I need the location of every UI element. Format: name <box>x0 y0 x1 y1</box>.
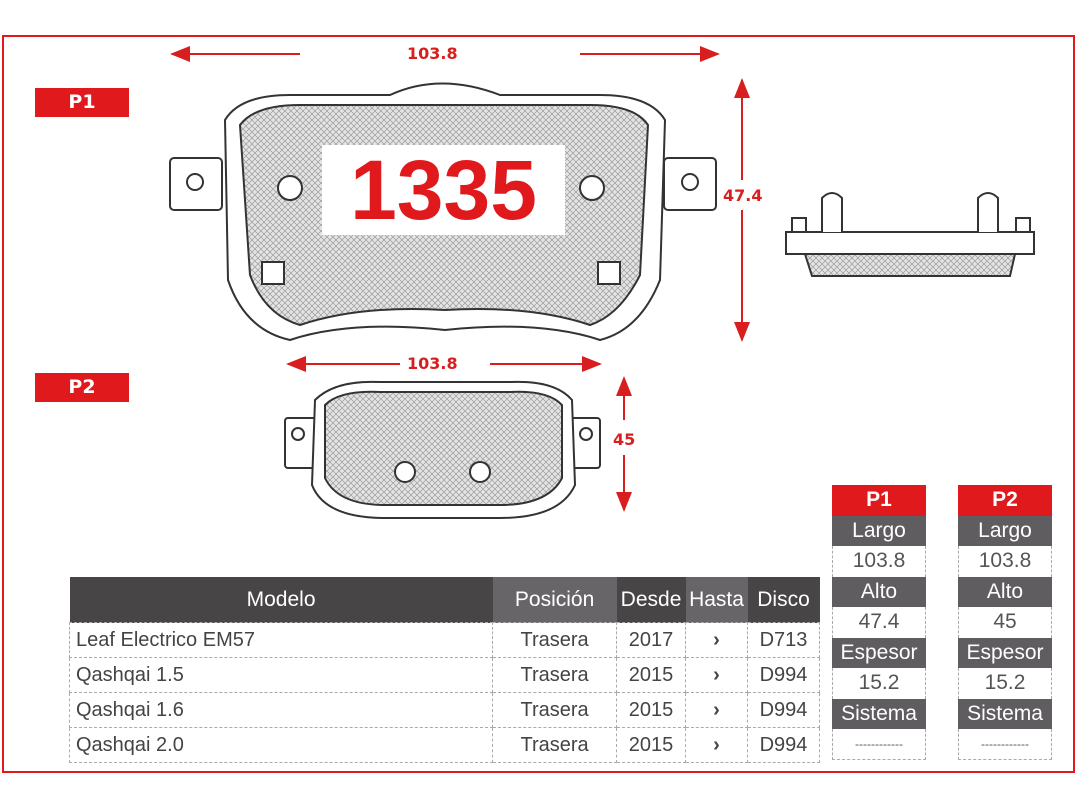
spec-title: P2 <box>958 485 1052 516</box>
header-modelo: Modelo <box>69 577 493 623</box>
cell-modelo: Qashqai 1.5 <box>68 657 494 693</box>
spec-value-largo: 103.8 <box>958 546 1052 577</box>
spec-label-alto: Alto <box>958 576 1052 607</box>
spec-label-espesor: Espesor <box>958 637 1052 668</box>
cell-desde: 2017 <box>616 622 687 658</box>
chevron-right-icon: › <box>685 692 748 728</box>
spec-value-espesor: 15.2 <box>832 668 926 699</box>
chevron-right-icon: › <box>685 657 748 693</box>
spec-value-espesor: 15.2 <box>958 668 1052 699</box>
cell-posicion: Trasera <box>492 692 618 728</box>
chevron-right-icon: › <box>685 622 748 658</box>
cell-posicion: Trasera <box>492 657 618 693</box>
spec-value-largo: 103.8 <box>832 546 926 577</box>
cell-modelo: Qashqai 1.6 <box>68 692 494 728</box>
spec-label-largo: Largo <box>958 515 1052 546</box>
spec-label-sistema: Sistema <box>832 698 926 729</box>
spec-value-sistema: ------------ <box>958 729 1052 760</box>
p1-width-dimension: 103.8 <box>404 44 461 63</box>
chevron-right-icon: › <box>685 727 748 763</box>
cell-desde: 2015 <box>616 692 687 728</box>
cell-disco: D994 <box>747 657 820 693</box>
cell-disco: D994 <box>747 692 820 728</box>
p2-spec-box: P2 Largo 103.8 Alto 45 Espesor 15.2 Sist… <box>958 485 1052 760</box>
header-desde: Desde <box>616 577 686 623</box>
spec-value-alto: 45 <box>958 607 1052 638</box>
spec-label-largo: Largo <box>832 515 926 546</box>
cell-modelo: Leaf Electrico EM57 <box>68 622 494 658</box>
p1-height-dimension: 47.4 <box>720 186 766 205</box>
vehicle-table: Modelo Posición Desde Hasta Disco Leaf E… <box>68 577 820 763</box>
spec-label-espesor: Espesor <box>832 637 926 668</box>
spec-label-alto: Alto <box>832 576 926 607</box>
p2-width-dimension: 103.8 <box>404 354 461 373</box>
cell-disco: D994 <box>747 727 820 763</box>
cell-modelo: Qashqai 2.0 <box>68 727 494 763</box>
spec-label-sistema: Sistema <box>958 698 1052 729</box>
cell-posicion: Trasera <box>492 727 618 763</box>
cell-desde: 2015 <box>616 727 687 763</box>
product-code: 1335 <box>322 145 565 235</box>
spec-value-sistema: ------------ <box>832 729 926 760</box>
cell-disco: D713 <box>747 622 820 658</box>
header-hasta: Hasta <box>685 577 748 623</box>
spec-value-alto: 47.4 <box>832 607 926 638</box>
cell-posicion: Trasera <box>492 622 618 658</box>
p1-spec-box: P1 Largo 103.8 Alto 47.4 Espesor 15.2 Si… <box>832 485 926 760</box>
dimension-arrows <box>170 46 750 512</box>
cell-desde: 2015 <box>616 657 687 693</box>
p1-label: P1 <box>35 88 129 117</box>
spec-title: P1 <box>832 485 926 516</box>
header-posicion: Posición <box>492 577 617 623</box>
p2-height-dimension: 45 <box>610 430 639 449</box>
side-view-drawing <box>785 192 1035 277</box>
p2-pad-drawing <box>284 380 601 519</box>
header-disco: Disco <box>747 577 820 623</box>
sheet-frame <box>2 35 1075 773</box>
p2-label: P2 <box>35 373 129 402</box>
